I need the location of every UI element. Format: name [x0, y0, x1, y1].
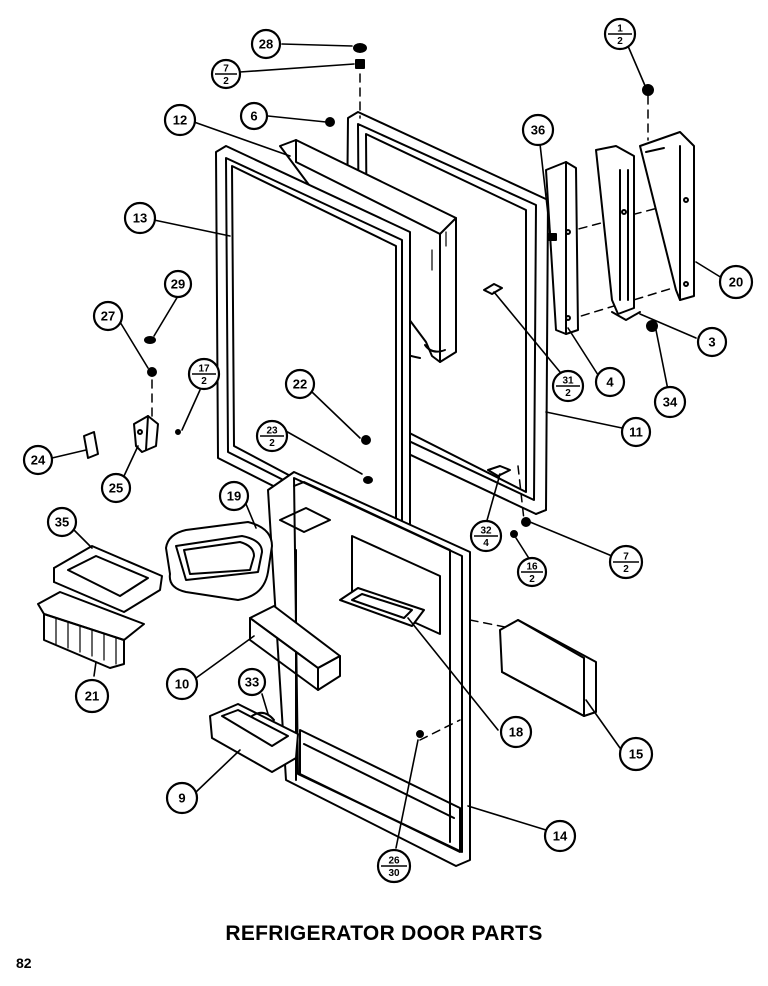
callout-4: 4 — [594, 366, 626, 398]
callout-20: 20 — [718, 264, 754, 300]
shelf-retainer-15 — [499, 619, 597, 717]
callout-label: 9 — [178, 791, 185, 806]
callout-32-4: 324 — [469, 519, 503, 553]
callout-12: 12 — [163, 103, 197, 137]
refrigerator-door-panel — [267, 471, 471, 867]
callout-denominator: 2 — [201, 376, 207, 387]
callout-9: 9 — [165, 781, 199, 815]
callout-21: 21 — [74, 678, 110, 714]
callout-31-2: 312 — [551, 369, 585, 403]
callout-11: 11 — [620, 416, 652, 448]
callout-label: 4 — [606, 375, 614, 390]
callout-label: 19 — [227, 489, 241, 504]
callout-label: 22 — [293, 377, 307, 392]
callout-13: 13 — [123, 201, 157, 235]
callout-label: 18 — [509, 725, 523, 740]
callout-7-2: 72 — [210, 58, 242, 90]
callout-numerator: 7 — [223, 64, 229, 75]
door-shelf-18 — [339, 587, 425, 627]
callout-numerator: 1 — [617, 24, 623, 35]
callout-denominator: 2 — [623, 564, 629, 575]
hinge-25 — [133, 415, 159, 453]
callout-label: 35 — [55, 515, 69, 530]
freezer-shelf-19 — [165, 521, 273, 601]
callout-label: 3 — [708, 335, 715, 350]
callout-label: 36 — [531, 123, 545, 138]
callout-label: 33 — [245, 675, 259, 690]
callout-36: 36 — [521, 113, 555, 147]
callout-1-2: 12 — [603, 17, 637, 51]
callout-33: 33 — [237, 667, 267, 697]
leader-lines — [51, 43, 723, 849]
callout-numerator: 32 — [480, 526, 492, 537]
callout-28: 28 — [250, 28, 282, 60]
callout-denominator: 4 — [483, 538, 489, 549]
door-bin-9 — [209, 703, 299, 773]
callout-denominator: 2 — [223, 76, 229, 87]
page-number: 82 — [16, 955, 32, 971]
callout-label: 13 — [133, 211, 147, 226]
callout-25: 25 — [100, 472, 132, 504]
callout-numerator: 23 — [266, 426, 278, 437]
callout-label: 11 — [629, 425, 643, 440]
callout-label: 34 — [663, 395, 678, 410]
callout-14: 14 — [543, 819, 577, 853]
callout-denominator: 2 — [529, 574, 535, 585]
callout-numerator: 17 — [198, 364, 210, 375]
callout-19: 19 — [218, 480, 250, 512]
callout-label: 29 — [171, 277, 185, 292]
callout-23-2: 232 — [255, 419, 289, 453]
callout-3: 3 — [696, 326, 728, 358]
callout-22: 22 — [284, 368, 316, 400]
callout-label: 24 — [31, 453, 46, 468]
door-shelf-10 — [249, 605, 341, 691]
callout-16-2: 162 — [516, 556, 548, 588]
callout-label: 20 — [729, 275, 743, 290]
callout-6: 6 — [239, 101, 269, 131]
callout-7-2: 72 — [608, 544, 644, 580]
callout-denominator: 2 — [269, 438, 275, 449]
callout-label: 15 — [629, 747, 643, 762]
callout-label: 14 — [553, 829, 568, 844]
hinge-bracket-4 — [545, 161, 579, 335]
callout-18: 18 — [499, 715, 533, 749]
callout-numerator: 26 — [388, 856, 400, 867]
callout-numerator: 31 — [562, 376, 574, 387]
hardware-parts — [144, 43, 658, 738]
callout-denominator: 30 — [388, 868, 400, 879]
callout-27: 27 — [92, 300, 124, 332]
ice-tray-cover-35 — [53, 545, 163, 613]
diagram-title: REFRIGERATOR DOOR PARTS — [225, 922, 543, 945]
callout-17-2: 172 — [187, 357, 221, 391]
callout-35: 35 — [46, 506, 78, 538]
callout-15: 15 — [618, 736, 654, 772]
callout-label: 21 — [85, 689, 99, 704]
hinge-bracket-20 — [639, 131, 695, 301]
callout-label: 10 — [175, 677, 189, 692]
callout-label: 12 — [173, 113, 187, 128]
callout-29: 29 — [163, 269, 193, 299]
callout-label: 6 — [250, 109, 257, 124]
door-stop-24 — [83, 431, 99, 459]
callout-10: 10 — [165, 667, 199, 701]
callout-label: 28 — [259, 37, 273, 52]
callout-denominator: 2 — [565, 388, 571, 399]
callout-label: 25 — [109, 481, 123, 496]
callout-denominator: 2 — [617, 36, 623, 47]
callout-34: 34 — [653, 385, 687, 419]
callout-label: 27 — [101, 309, 115, 324]
hinge-bracket-3 — [595, 145, 641, 321]
callout-numerator: 16 — [526, 562, 538, 573]
callout-24: 24 — [22, 444, 54, 476]
callout-numerator: 7 — [623, 552, 629, 563]
ice-tray-21 — [37, 591, 145, 669]
